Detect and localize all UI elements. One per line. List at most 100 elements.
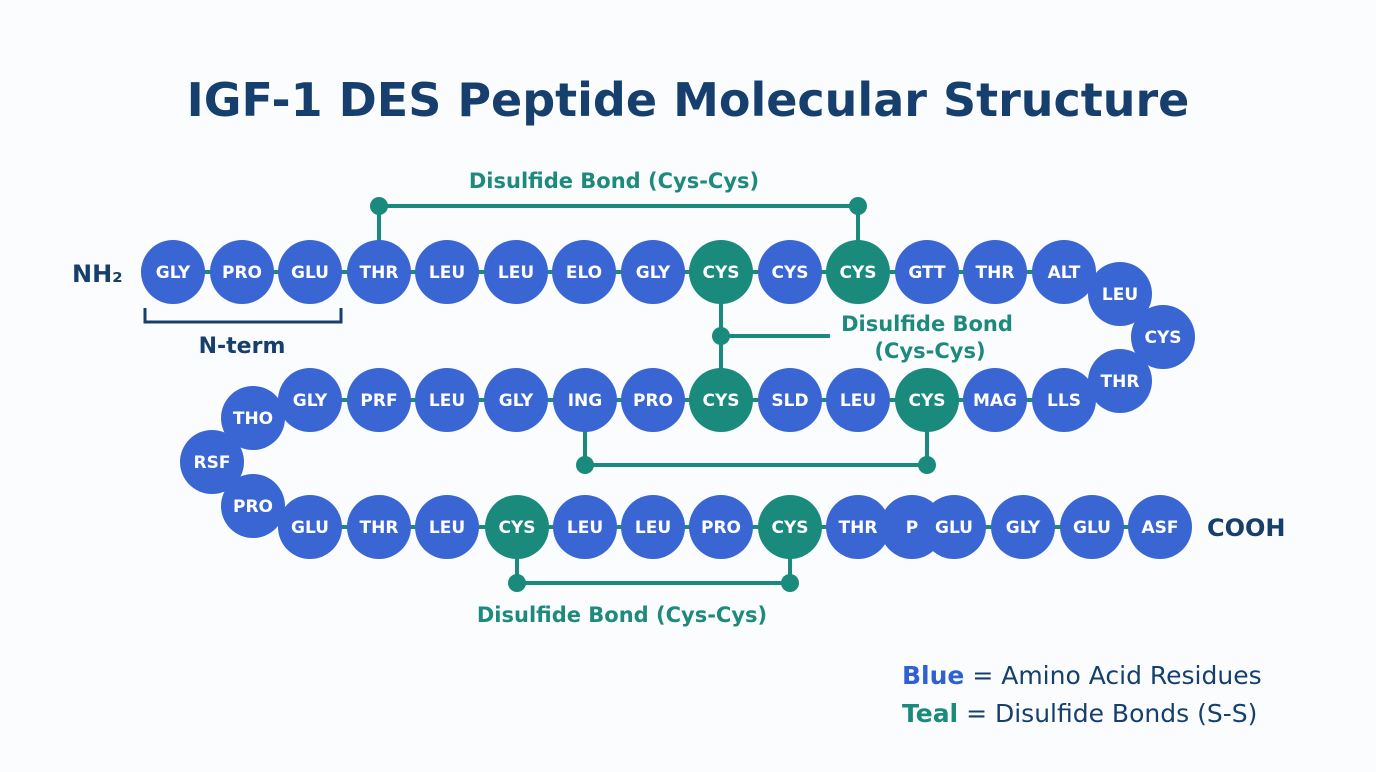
residue-row2-8: SLD	[758, 368, 822, 432]
residue-circle	[689, 495, 753, 559]
residue-label: THR	[360, 263, 399, 283]
residue-row3-14: ASF	[1128, 495, 1192, 559]
residue-circle	[991, 495, 1055, 559]
residue-row3-11: GLU	[922, 495, 986, 559]
residue-row2-9: LEU	[826, 368, 890, 432]
residue-row1-10: CYS	[758, 240, 822, 304]
residue-circle	[963, 368, 1027, 432]
residue-row2-10: CYS	[895, 368, 959, 432]
residue-row1-2: PRO	[210, 240, 274, 304]
residue-label: GLU	[291, 263, 329, 283]
residue-circle	[758, 368, 822, 432]
row2-bond-node-left	[576, 456, 594, 474]
residue-row1-8: GLY	[621, 240, 685, 304]
residue-label: GLY	[499, 391, 534, 411]
residue-label: LEU	[1102, 285, 1138, 305]
residue-row3-3: LEU	[415, 495, 479, 559]
residue-circle	[552, 240, 616, 304]
backbone-line	[173, 270, 1166, 529]
residue-row1-3: GLU	[278, 240, 342, 304]
residue-label: THO	[233, 409, 273, 429]
residue-label: CYS	[908, 391, 945, 411]
residue-row3-4: CYS	[485, 495, 549, 559]
residue-label: GLU	[935, 518, 973, 538]
residue-circle	[347, 240, 411, 304]
middle-bond-label-line1: Disulfide Bond	[841, 312, 1013, 336]
legend: Blue = Amino Acid Residues Teal = Disulf…	[902, 661, 1262, 728]
residue-circle	[963, 240, 1027, 304]
residue-right-turn-2: CYS	[1131, 305, 1195, 369]
residue-row1-9: CYS	[689, 240, 753, 304]
legend-item-disulfide: Teal = Disulfide Bonds (S-S)	[902, 699, 1257, 728]
residue-left-turn-3: PRO	[221, 474, 285, 538]
residue-row2-6: PRO	[621, 368, 685, 432]
residue-label: GLY	[293, 391, 328, 411]
residue-circle	[1032, 240, 1096, 304]
residue-circle	[180, 430, 244, 494]
disulfide-residue-circle	[826, 240, 890, 304]
residue-label: GLY	[156, 263, 191, 283]
residue-row1-13: THR	[963, 240, 1027, 304]
residue-circle	[758, 240, 822, 304]
residue-circle	[278, 368, 342, 432]
residue-label: GTT	[908, 263, 946, 283]
residue-circle	[1128, 495, 1192, 559]
residue-right-turn-1: LEU	[1088, 262, 1152, 326]
residue-row2-11: MAG	[963, 368, 1027, 432]
residue-label: CYS	[771, 518, 808, 538]
residue-circle	[278, 240, 342, 304]
residue-circle	[1032, 368, 1096, 432]
c-terminus-label: COOH	[1207, 514, 1286, 542]
residue-label: ASF	[1141, 518, 1178, 538]
residue-circle	[415, 495, 479, 559]
residue-circle	[347, 368, 411, 432]
residue-circle	[347, 495, 411, 559]
residue-row2-4: GLY	[484, 368, 548, 432]
residue-row3-9: THR	[826, 495, 890, 559]
residue-circle	[1088, 262, 1152, 326]
residue-label: ALT	[1048, 263, 1081, 283]
residue-left-turn-2: RSF	[180, 430, 244, 494]
residue-label: CYS	[702, 391, 739, 411]
n-term-bracket-label: N-term	[199, 334, 286, 359]
middle-bond-node	[712, 327, 730, 345]
residue-row3-6: LEU	[621, 495, 685, 559]
residue-row2-3: LEU	[415, 368, 479, 432]
row2-bond-line	[583, 400, 929, 467]
residue-row1-1: GLY	[141, 240, 205, 304]
residue-label: THR	[1101, 372, 1140, 392]
residue-label: CYS	[839, 263, 876, 283]
disulfide-residue-circle	[895, 368, 959, 432]
residue-label: GLY	[1006, 518, 1041, 538]
residue-row2-5: ING	[553, 368, 617, 432]
residue-label: LEU	[429, 263, 465, 283]
residue-left-turn-1: THO	[221, 386, 285, 450]
residue-circle	[621, 495, 685, 559]
residue-circle	[826, 368, 890, 432]
page-title: IGF-1 DES Peptide Molecular Structure	[187, 73, 1190, 127]
peptide-backbone	[173, 270, 1166, 529]
residue-circle	[621, 368, 685, 432]
residue-circle	[141, 240, 205, 304]
residue-row3-13: GLU	[1060, 495, 1124, 559]
residue-label: GLY	[636, 263, 671, 283]
residue-circle	[484, 240, 548, 304]
residue-row1-4: THR	[347, 240, 411, 304]
residue-circle	[278, 495, 342, 559]
residue-label: LEU	[429, 518, 465, 538]
top-bond-node-right	[849, 197, 867, 215]
top-bond-line	[377, 204, 860, 272]
residue-label: PRO	[233, 497, 273, 517]
residue-label: LEU	[429, 391, 465, 411]
residue-circle	[221, 386, 285, 450]
residue-circle	[1088, 349, 1152, 413]
residue-circle	[826, 495, 890, 559]
residue-label: CYS	[1144, 328, 1181, 348]
residue-circle	[1131, 305, 1195, 369]
residue-circle	[621, 240, 685, 304]
residue-label: PRO	[701, 518, 741, 538]
residue-label: LLS	[1047, 391, 1081, 411]
residue-row2-1: GLY	[278, 368, 342, 432]
